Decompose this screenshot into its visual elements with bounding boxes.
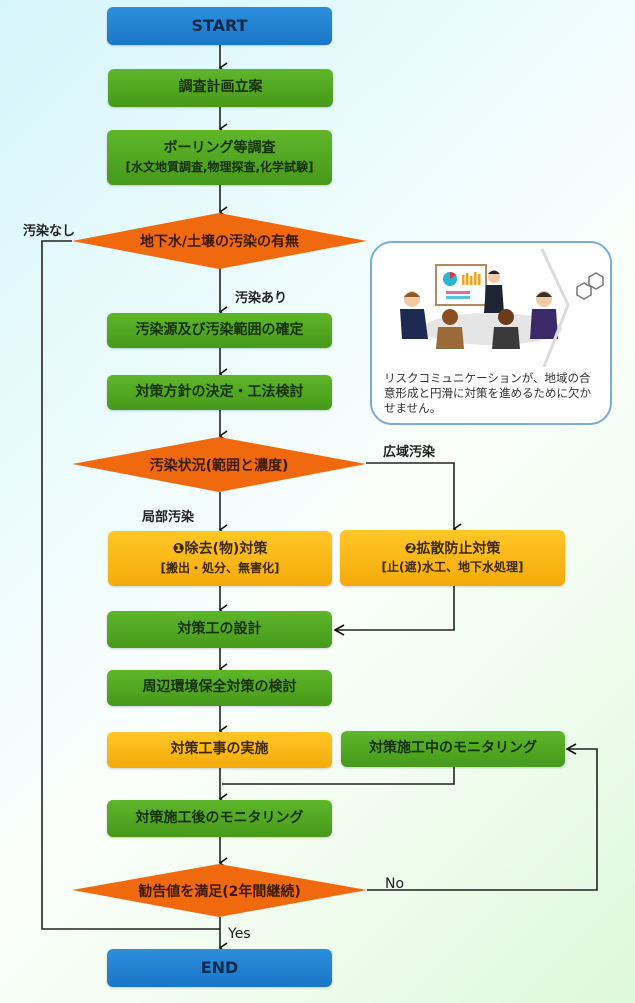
step-boring-label: ボーリング等調査	[163, 140, 276, 157]
risk-communication-card: リスクコミュニケーションが、地域の合意形成と円滑に対策を進めるために欠かせません…	[370, 241, 612, 425]
step-plan-label: 調査計画立案	[178, 79, 263, 96]
meeting-presentation-illustration	[400, 248, 604, 368]
step-monitor-during-label: 対策施工中のモニタリング	[369, 740, 537, 757]
decision-situation: 汚染状況(範囲と濃度)	[72, 437, 366, 492]
start-node: START	[107, 7, 332, 45]
start-label: START	[191, 16, 248, 35]
step-boring: ボーリング等調査 [水文地質調査,物理探査,化学試験]	[107, 130, 332, 185]
edge-decision2-containment	[366, 462, 462, 535]
step-removal: ❶除去(物)対策 [搬出・処分、無害化]	[108, 531, 332, 586]
decision-contamination-label: 地下水/土壌の汚染の有無	[139, 234, 300, 250]
step-environment: 周辺環境保全対策の検討	[107, 670, 332, 706]
edge-containment-design	[335, 586, 455, 630]
decision-shape	[72, 437, 366, 492]
decision-shape	[72, 213, 367, 269]
decision-standard-label: 勧告値を満足(2年間継続)	[138, 883, 301, 900]
step-containment-sublabel: [止(遮)水工、地下水処理]	[381, 560, 524, 575]
step-boring-sublabel: [水文地質調査,物理探査,化学試験]	[125, 159, 314, 174]
step-plan: 調査計画立案	[108, 69, 333, 107]
edge-label-widespread: 広域汚染	[383, 445, 436, 460]
step-policy-label: 対策方針の決定・工法検討	[135, 383, 304, 400]
edge-label-contaminated: 汚染あり	[235, 291, 288, 306]
step-policy: 対策方針の決定・工法検討	[107, 375, 332, 410]
step-removal-sublabel: [搬出・処分、無害化]	[160, 560, 280, 575]
edge-no-loop	[367, 749, 598, 891]
step-containment-label: ❷拡散防止対策	[404, 540, 501, 557]
decision-shape	[72, 864, 367, 917]
edge-label-no: No	[385, 876, 405, 892]
edge-label-local: 局部汚染	[142, 510, 195, 525]
end-label: END	[200, 958, 239, 977]
step-monitor-after: 対策施工後のモニタリング	[107, 800, 332, 837]
edge-monitor-during-merge	[222, 767, 455, 785]
step-monitor-after-label: 対策施工後のモニタリング	[135, 809, 304, 826]
step-monitor-during: 対策施工中のモニタリング	[341, 731, 565, 767]
step-identify: 汚染源及び汚染範囲の確定	[107, 313, 332, 348]
step-construction-label: 対策工事の実施	[170, 741, 269, 758]
step-containment: ❷拡散防止対策 [止(遮)水工、地下水処理]	[340, 530, 565, 586]
step-construction: 対策工事の実施	[107, 732, 332, 768]
step-environment-label: 周辺環境保全対策の検討	[142, 679, 297, 696]
step-identify-label: 汚染源及び汚染範囲の確定	[135, 321, 304, 338]
decision-contamination: 地下水/土壌の汚染の有無	[72, 213, 367, 269]
edge-label-no-contamination: 汚染なし	[23, 224, 76, 239]
risk-communication-caption: リスクコミュニケーションが、地域の合意形成と円滑に対策を進めるために欠かせません…	[384, 371, 591, 415]
end-node: END	[107, 949, 332, 987]
decision-standard: 勧告値を満足(2年間継続)	[72, 864, 367, 917]
step-design-label: 対策工の設計	[177, 620, 262, 637]
decision-situation-label: 汚染状況(範囲と濃度)	[149, 457, 289, 474]
step-design: 対策工の設計	[107, 611, 332, 648]
edge-label-yes: Yes	[228, 926, 251, 942]
step-removal-label: ❶除去(物)対策	[172, 541, 268, 558]
